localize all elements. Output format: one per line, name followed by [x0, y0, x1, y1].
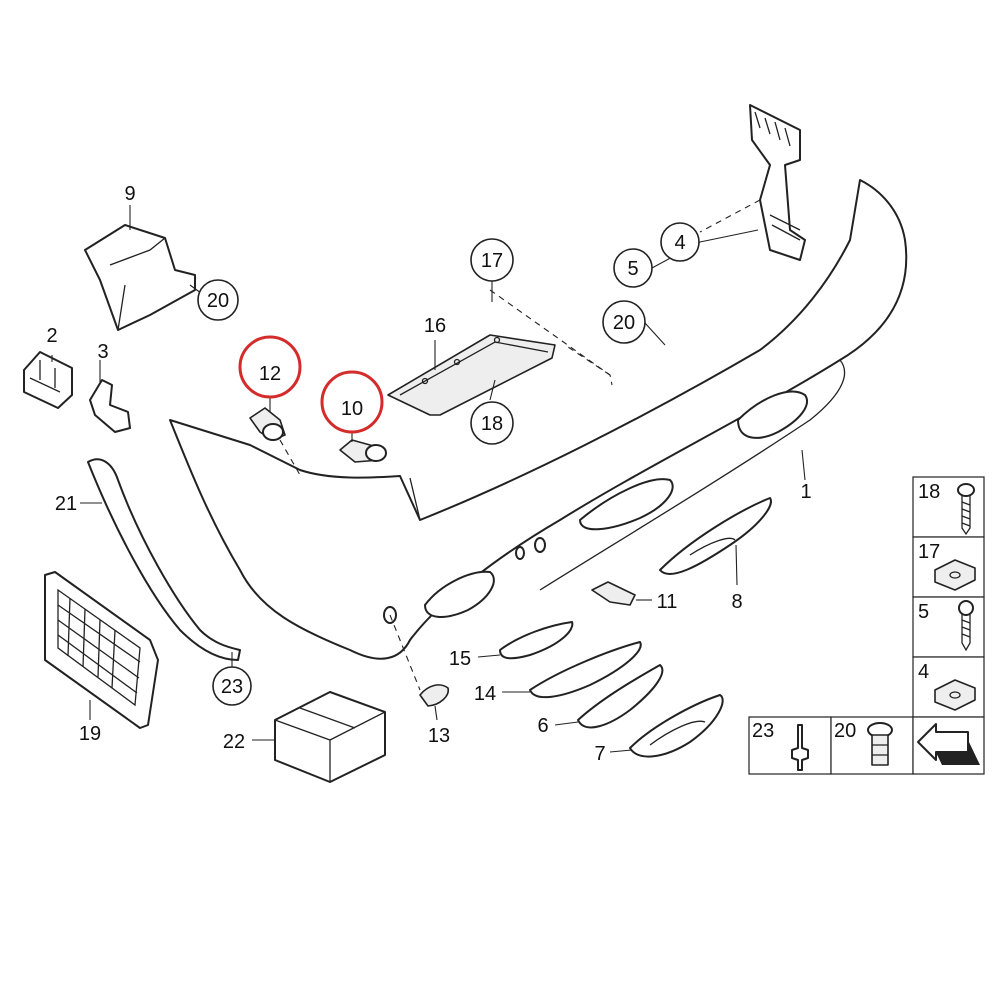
callout-21: 21 — [55, 493, 77, 515]
clip-nut-icon — [934, 679, 976, 711]
callout-6: 6 — [537, 715, 548, 737]
tow-hook-cover — [419, 684, 450, 707]
callout-label: 21 — [55, 493, 77, 515]
park-sensor-12 — [249, 407, 286, 441]
legend-label: 17 — [918, 541, 940, 563]
callout-5: 5 — [613, 248, 653, 288]
callout-13: 13 — [428, 725, 450, 747]
trim-piece-11 — [591, 581, 636, 606]
callout-label: 22 — [223, 731, 245, 753]
callout-9: 9 — [124, 183, 135, 205]
callout-label: 3 — [97, 341, 108, 363]
callout-8: 8 — [731, 591, 742, 613]
callout-19: 19 — [79, 723, 101, 745]
trim-piece-7 — [629, 694, 724, 758]
bumper-cover — [169, 179, 908, 660]
mounting-bracket-2 — [23, 351, 73, 409]
callout-label: 4 — [674, 232, 685, 254]
screw-icon — [957, 483, 975, 536]
callout-14: 14 — [474, 683, 496, 705]
callout-label: 15 — [449, 648, 471, 670]
callout-11: 11 — [657, 591, 678, 613]
callout-18: 18 — [470, 401, 514, 445]
callout-label: 19 — [79, 723, 101, 745]
callout-label: 18 — [481, 413, 503, 435]
legend-label: 20 — [834, 720, 856, 742]
callout-22: 22 — [223, 731, 245, 753]
legend-18: 18 — [918, 481, 975, 536]
callout-17: 17 — [470, 238, 514, 282]
side-trim-strip — [87, 458, 241, 661]
callout-3: 3 — [97, 341, 108, 363]
callout-label: 1 — [800, 481, 811, 503]
callout-label: 20 — [613, 312, 635, 334]
callout-label: 7 — [594, 743, 605, 765]
callout-20-top: 20 — [197, 279, 239, 321]
callout-label: 8 — [731, 591, 742, 613]
side-bracket — [84, 224, 196, 331]
screw-icon — [958, 600, 974, 652]
license-plate-base — [387, 334, 556, 416]
callout-label: 12 — [259, 363, 281, 385]
callout-label: 9 — [124, 183, 135, 205]
legend-label: 4 — [918, 661, 929, 683]
callout-label: 10 — [341, 398, 363, 420]
push-clip-icon — [867, 722, 893, 766]
callout-2: 2 — [46, 325, 57, 347]
legend-label: 5 — [918, 601, 929, 623]
packaging-box — [274, 691, 386, 783]
trim-piece-6 — [577, 664, 664, 729]
trim-piece-15 — [499, 621, 574, 660]
callout-label: 11 — [657, 591, 678, 613]
callout-label: 23 — [221, 676, 243, 698]
legend-4: 4 — [918, 661, 976, 711]
legend-5: 5 — [918, 600, 974, 652]
callout-23: 23 — [212, 666, 252, 706]
clip-nut-icon — [934, 559, 976, 591]
side-grille — [44, 571, 159, 729]
callout-7: 7 — [594, 743, 605, 765]
callout-label: 6 — [537, 715, 548, 737]
callout-15: 15 — [449, 648, 471, 670]
rivet-icon — [791, 724, 809, 771]
hardware-legend: 18 17 5 4 — [748, 476, 985, 775]
callout-label: 2 — [46, 325, 57, 347]
legend-label: 23 — [752, 720, 774, 742]
callout-4: 4 — [660, 222, 700, 262]
callout-label: 14 — [474, 683, 496, 705]
callout-16: 16 — [424, 315, 446, 337]
legend-20: 20 — [834, 720, 893, 766]
legend-17: 17 — [918, 541, 976, 591]
arrow-icon — [917, 723, 980, 765]
callout-1: 1 — [800, 481, 811, 503]
trim-piece-14 — [529, 641, 642, 699]
callout-label: 20 — [207, 290, 229, 312]
callout-label: 16 — [424, 315, 446, 337]
trim-piece-8 — [659, 497, 772, 575]
callout-10[interactable]: 10 — [320, 370, 384, 434]
callout-20-right: 20 — [602, 300, 646, 344]
legend-label: 18 — [918, 481, 940, 503]
callout-label: 17 — [481, 250, 503, 272]
bumper-guide-bracket — [749, 104, 806, 261]
legend-23: 23 — [752, 720, 809, 771]
callout-label: 5 — [627, 258, 638, 280]
callout-label: 13 — [428, 725, 450, 747]
callout-12[interactable]: 12 — [238, 335, 302, 399]
park-sensor-10 — [339, 439, 387, 463]
mounting-bracket-3 — [89, 379, 131, 433]
